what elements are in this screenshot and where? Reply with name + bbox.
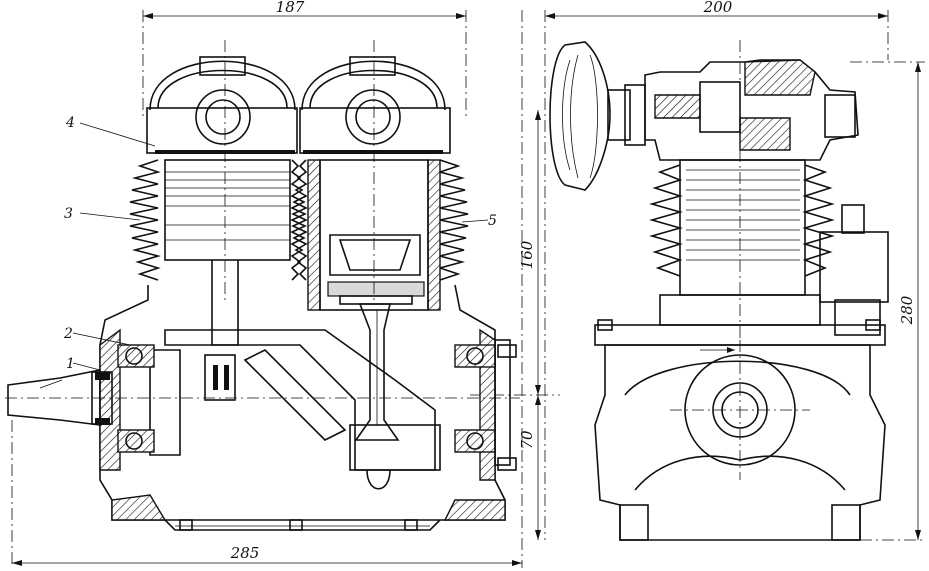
right-side-view [549,40,889,541]
dimension-lines [11,10,925,568]
left-section-view [5,40,520,531]
callout-5: 5 [488,213,497,229]
callout-3: 3 [64,206,73,222]
callout-2: 2 [63,326,73,342]
callout-4: 4 [65,115,75,131]
callout-1: 1 [66,356,75,372]
dimension-280: 280 [898,295,916,325]
dimension-160: 160 [518,240,536,269]
dimension-70: 70 [518,430,536,450]
dimension-200: 200 [703,0,733,16]
dimension-187: 187 [276,0,305,16]
dimension-285: 285 [230,544,260,562]
